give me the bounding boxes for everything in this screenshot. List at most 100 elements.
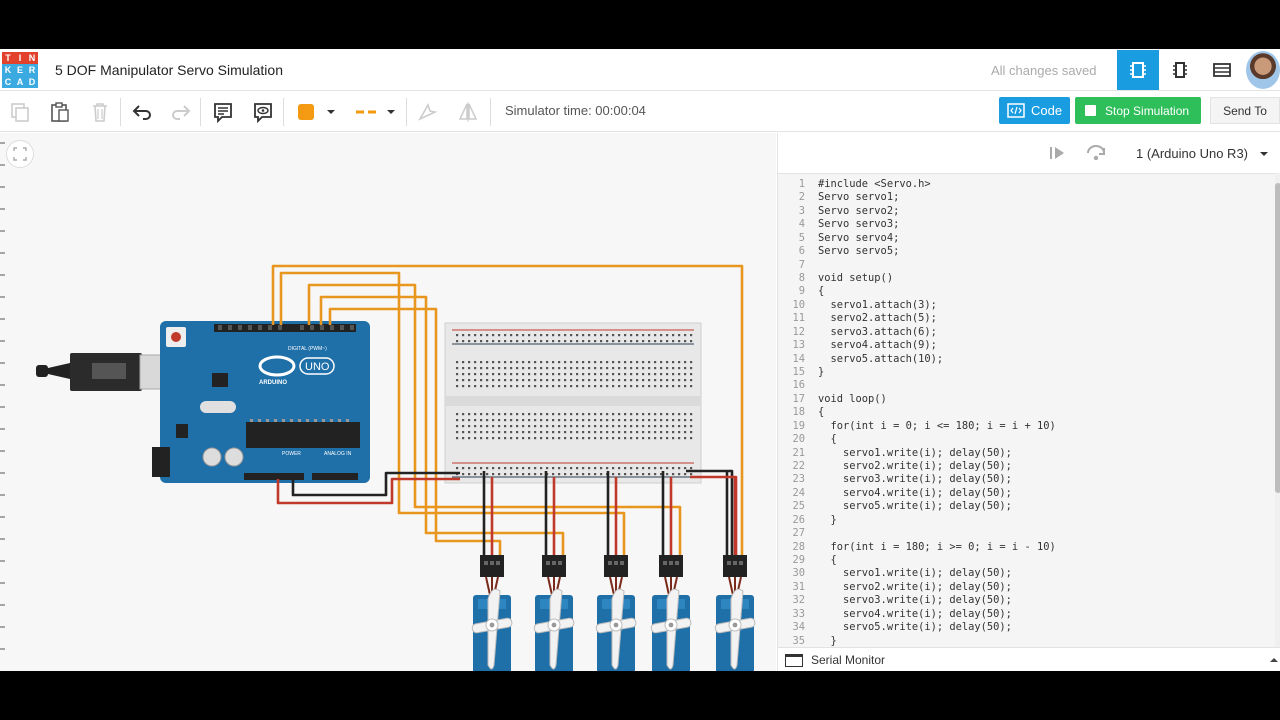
servos[interactable] xyxy=(471,555,756,671)
wire[interactable] xyxy=(686,469,734,565)
micro-servo[interactable] xyxy=(650,555,692,671)
copy-button[interactable] xyxy=(8,100,32,124)
upload-run-button[interactable] xyxy=(1048,143,1068,163)
logo-letter: I xyxy=(14,52,26,64)
breadboard[interactable] xyxy=(444,322,702,484)
notes-button[interactable] xyxy=(211,100,235,124)
line-number: 28 xyxy=(792,540,805,553)
code-line[interactable]: 12 servo3.attach(6); xyxy=(778,326,936,339)
wire[interactable] xyxy=(279,271,626,565)
wires[interactable] xyxy=(271,264,744,565)
line-number: 23 xyxy=(792,473,805,486)
circuit-diagram[interactable]: DIGITAL (PWM~) ARDUINO UNO POWER ANALOG … xyxy=(0,133,776,671)
rotate-button[interactable] xyxy=(415,100,439,124)
code-line[interactable]: 14 servo5.attach(10); xyxy=(778,353,943,366)
component-list-button[interactable] xyxy=(1201,50,1243,90)
stop-simulation-label: Stop Simulation xyxy=(1105,103,1190,118)
code-line[interactable]: 32 servo3.write(i); delay(50); xyxy=(778,594,1011,607)
annotation-visibility-button[interactable] xyxy=(251,100,275,124)
code-line[interactable]: 30 servo1.write(i); delay(50); xyxy=(778,567,1011,580)
color-picker[interactable] xyxy=(294,100,342,124)
code-scrollbar-thumb[interactable] xyxy=(1275,183,1280,493)
wire[interactable] xyxy=(276,477,460,505)
line-number: 4 xyxy=(798,218,805,231)
serial-monitor-toggle[interactable]: Serial Monitor xyxy=(778,647,1280,671)
code-line[interactable]: 10 servo1.attach(3); xyxy=(778,299,936,312)
code-text: servo3.attach(6); xyxy=(818,325,937,338)
code-text: { xyxy=(818,285,825,298)
code-text: { xyxy=(818,554,837,567)
code-line[interactable]: 11 servo2.attach(5); xyxy=(778,312,936,325)
undo-button[interactable] xyxy=(130,100,154,124)
schematic-view-button[interactable] xyxy=(1159,50,1201,90)
code-line[interactable]: 34 servo5.write(i); delay(50); xyxy=(778,621,1011,634)
code-line[interactable]: 15} xyxy=(778,366,824,379)
code-line[interactable]: 27 xyxy=(778,527,805,540)
delete-button[interactable] xyxy=(88,100,112,124)
paste-button[interactable] xyxy=(48,100,72,124)
code-scrollbar[interactable] xyxy=(1275,173,1280,647)
line-number: 35 xyxy=(792,634,805,647)
debugger-button[interactable] xyxy=(1085,143,1107,163)
fit-view-button[interactable] xyxy=(6,140,34,168)
code-text: #include <Servo.h> xyxy=(818,178,931,190)
code-line[interactable]: 18{ xyxy=(778,406,824,419)
code-line[interactable]: 31 servo2.write(i); delay(50); xyxy=(778,581,1011,594)
wire[interactable] xyxy=(690,475,738,565)
code-line[interactable]: 13 servo4.attach(9); xyxy=(778,339,936,352)
code-icon xyxy=(1007,103,1025,118)
code-text: servo4.write(i); delay(50); xyxy=(818,486,1012,499)
code-line[interactable]: 35 } xyxy=(778,634,836,647)
code-line[interactable]: 28 for(int i = 180; i >= 0; i = i - 10) xyxy=(778,540,1055,554)
wire-type-picker[interactable] xyxy=(352,100,400,124)
code-line[interactable]: 9{ xyxy=(778,285,825,298)
micro-servo[interactable] xyxy=(714,555,756,671)
code-line[interactable]: 20 { xyxy=(778,433,836,446)
code-line[interactable]: 25 servo5.write(i); delay(50); xyxy=(778,500,1011,513)
code-line[interactable]: 29 { xyxy=(778,554,836,567)
micro-servo[interactable] xyxy=(533,555,575,671)
board-select[interactable]: 1 (Arduino Uno R3) xyxy=(1128,135,1276,171)
wire[interactable] xyxy=(328,307,502,565)
code-line[interactable]: 21 servo1.write(i); delay(50); xyxy=(778,447,1011,460)
code-line[interactable]: 23 servo3.write(i); delay(50); xyxy=(778,473,1011,486)
code-line[interactable]: 33 servo4.write(i); delay(50); xyxy=(778,608,1011,621)
code-line[interactable]: 24 servo4.write(i); delay(50); xyxy=(778,487,1011,500)
wire[interactable] xyxy=(319,295,565,565)
code-line[interactable]: 1 #include <Servo.h> xyxy=(778,178,931,191)
code-line[interactable]: 22 servo2.write(i); delay(50); xyxy=(778,460,1011,473)
code-line[interactable]: 19 for(int i = 0; i <= 180; i = i + 10) xyxy=(778,420,1055,433)
line-number: 1 xyxy=(798,178,805,190)
stop-simulation-button[interactable]: Stop Simulation xyxy=(1075,97,1201,124)
usb-cable[interactable] xyxy=(36,353,167,391)
project-title[interactable]: 5 DOF Manipulator Servo Simulation xyxy=(55,62,283,78)
code-line[interactable]: 7 xyxy=(778,259,805,272)
wire[interactable] xyxy=(291,471,460,497)
line-number: 5 xyxy=(798,231,805,244)
flip-button[interactable] xyxy=(456,100,480,124)
wire[interactable] xyxy=(307,283,682,565)
code-text: } xyxy=(818,634,837,647)
micro-servo[interactable] xyxy=(471,555,513,671)
code-text: Servo servo2; xyxy=(818,204,900,217)
user-avatar[interactable] xyxy=(1246,51,1280,89)
code-line[interactable]: 26 } xyxy=(778,514,836,527)
code-line[interactable]: 16 xyxy=(778,379,805,392)
circuit-view-button[interactable] xyxy=(1117,50,1159,90)
code-button[interactable]: Code xyxy=(999,97,1070,124)
redo-button[interactable] xyxy=(169,100,193,124)
wire[interactable] xyxy=(271,264,744,565)
micro-servo[interactable] xyxy=(595,555,637,671)
send-to-button[interactable]: Send To xyxy=(1210,97,1280,124)
circuit-canvas[interactable]: DIGITAL (PWM~) ARDUINO UNO POWER ANALOG … xyxy=(0,133,776,671)
arduino-uno-board[interactable]: DIGITAL (PWM~) ARDUINO UNO POWER ANALOG … xyxy=(152,321,370,483)
